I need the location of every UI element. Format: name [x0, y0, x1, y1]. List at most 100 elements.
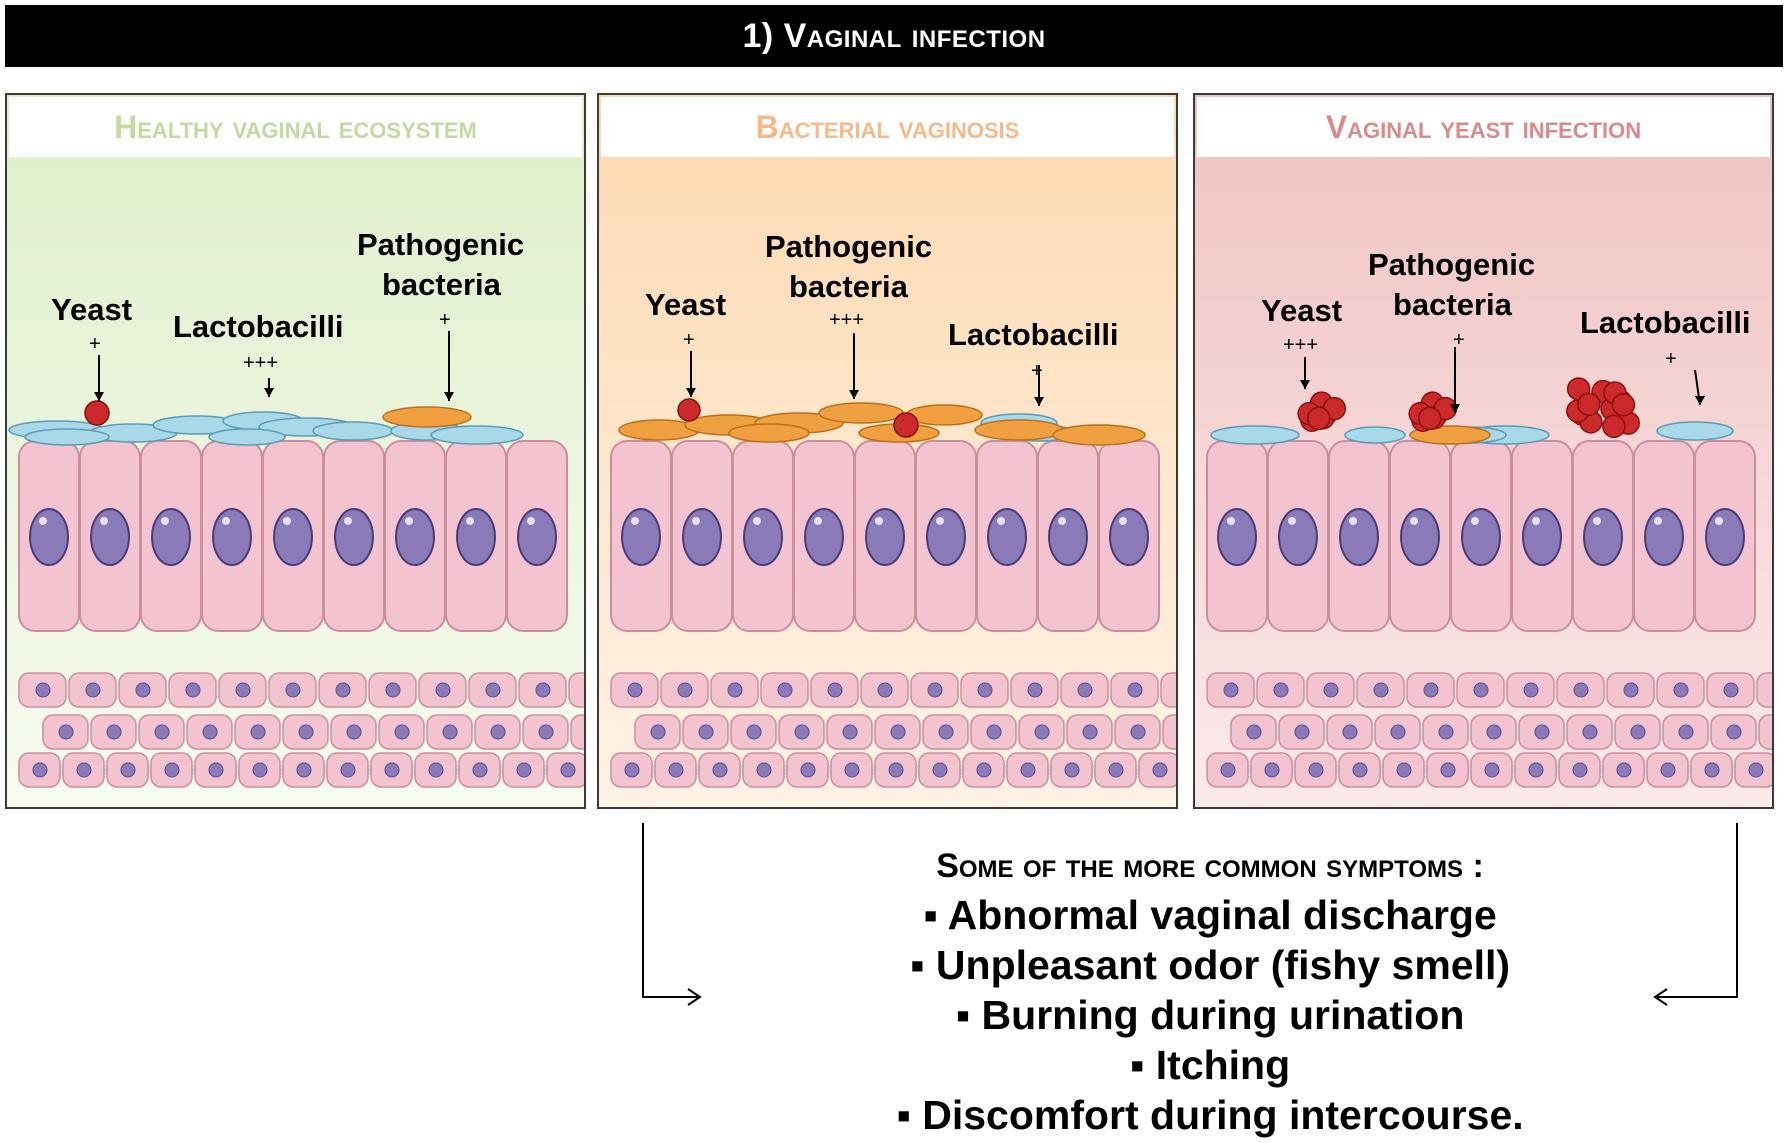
yeast-label: Yeast	[645, 287, 727, 322]
cell-nucleus	[1461, 508, 1501, 566]
basal-nucleus	[164, 762, 180, 778]
basal-nucleus	[490, 724, 506, 740]
cell-nucleus	[212, 508, 252, 566]
basal-nucleus	[844, 762, 860, 778]
basal-nucleus	[986, 724, 1002, 740]
left-bracket-arrow	[642, 823, 700, 998]
nucleus-highlight	[527, 517, 535, 525]
pointer-arrowhead	[1034, 397, 1044, 406]
nucleus-highlight	[753, 517, 761, 525]
pathogenic-label-line2: bacteria	[382, 267, 501, 302]
basal-nucleus	[927, 682, 943, 698]
basal-nucleus	[252, 762, 268, 778]
basal-nucleus	[385, 682, 401, 698]
panel-yeast-infection: Vaginal yeast infection Yeast +++ Pathog…	[1193, 93, 1774, 809]
basal-nucleus	[1723, 682, 1739, 698]
basal-nucleus	[1582, 724, 1598, 740]
basal-nucleus	[235, 682, 251, 698]
basal-nucleus	[58, 724, 74, 740]
cell-nucleus	[1217, 508, 1257, 566]
cell-nucleus	[682, 508, 722, 566]
basal-nucleus	[1678, 724, 1694, 740]
cell-nucleus	[1400, 508, 1440, 566]
basal-nucleus	[1223, 682, 1239, 698]
cell-nucleus	[1278, 508, 1318, 566]
symptom-item: ▪ Abnormal vaginal discharge	[923, 892, 1497, 938]
pathogenic-label-line2: bacteria	[1393, 287, 1512, 322]
basal-nucleus	[1396, 762, 1412, 778]
basal-nucleus	[1020, 762, 1036, 778]
lactobacillus	[208, 428, 286, 446]
yeast-cell	[1602, 414, 1626, 439]
nucleus-highlight	[1715, 517, 1723, 525]
basal-nucleus	[335, 682, 351, 698]
nucleus-highlight	[1227, 517, 1235, 525]
basal-nucleus	[298, 724, 314, 740]
nucleus-highlight	[814, 517, 822, 525]
pathogenic-level: +++	[829, 309, 865, 331]
basal-nucleus	[1473, 682, 1489, 698]
symptom-item: ▪ Unpleasant odor (fishy smell)	[909, 942, 1511, 988]
basal-nucleus	[346, 724, 362, 740]
cell-nucleus	[90, 508, 130, 566]
nucleus-highlight	[283, 517, 291, 525]
cell-nucleus	[517, 508, 557, 566]
nucleus-highlight	[1532, 517, 1540, 525]
lactobacillus	[1344, 426, 1406, 444]
cell-nucleus	[1705, 508, 1745, 566]
basal-nucleus	[1630, 724, 1646, 740]
cell-nucleus	[334, 508, 374, 566]
basal-nucleus	[485, 682, 501, 698]
nucleus-highlight	[344, 517, 352, 525]
basal-nucleus	[1440, 762, 1456, 778]
basal-nucleus	[827, 682, 843, 698]
basal-cell	[1758, 714, 1772, 750]
basal-nucleus	[208, 762, 224, 778]
basal-nucleus	[977, 682, 993, 698]
cell-nucleus	[1048, 508, 1088, 566]
basal-nucleus	[1127, 682, 1143, 698]
cell-nucleus	[273, 508, 313, 566]
cell-nucleus	[395, 508, 435, 566]
yeast-label: Yeast	[1261, 293, 1343, 328]
basal-nucleus	[1373, 682, 1389, 698]
symptoms-list: Some of the more common symptoms : ▪ Abn…	[700, 842, 1720, 1140]
basal-nucleus	[877, 682, 893, 698]
basal-nucleus	[135, 682, 151, 698]
basal-nucleus	[106, 724, 122, 740]
basal-nucleus	[650, 724, 666, 740]
basal-nucleus	[1034, 724, 1050, 740]
left-arrowhead	[687, 988, 702, 1006]
panel-heading: Bacterial vaginosis	[601, 97, 1174, 157]
epithelium-illustration	[599, 95, 1176, 807]
basal-nucleus	[85, 682, 101, 698]
right-arrowhead	[1653, 988, 1668, 1006]
symptoms-title: Some of the more common symptoms :	[936, 847, 1484, 885]
cell-nucleus	[29, 508, 69, 566]
symptom-item: ▪ Discomfort during intercourse.	[896, 1092, 1524, 1138]
nucleus-highlight	[997, 517, 1005, 525]
lactobacillus	[430, 425, 524, 445]
basal-nucleus	[1423, 682, 1439, 698]
panel-healthy: Healthy vaginal ecosystem Yeast + Lactob…	[5, 93, 586, 809]
basal-cell	[1162, 714, 1176, 750]
basal-nucleus	[1486, 724, 1502, 740]
basal-cell	[570, 714, 584, 750]
lactobacilli-level: +++	[243, 352, 279, 374]
basal-nucleus	[1294, 724, 1310, 740]
basal-nucleus	[1064, 762, 1080, 778]
basal-nucleus	[472, 762, 488, 778]
basal-nucleus	[938, 724, 954, 740]
basal-nucleus	[1352, 762, 1368, 778]
basal-nucleus	[1027, 682, 1043, 698]
cell-nucleus	[1109, 508, 1149, 566]
nucleus-highlight	[1410, 517, 1418, 525]
pathogenic-bacterium	[382, 406, 472, 428]
yeast-cell	[1611, 393, 1636, 417]
nucleus-highlight	[405, 517, 413, 525]
basal-nucleus	[120, 762, 136, 778]
cell-nucleus	[804, 508, 844, 566]
basal-nucleus	[435, 682, 451, 698]
nucleus-highlight	[100, 517, 108, 525]
